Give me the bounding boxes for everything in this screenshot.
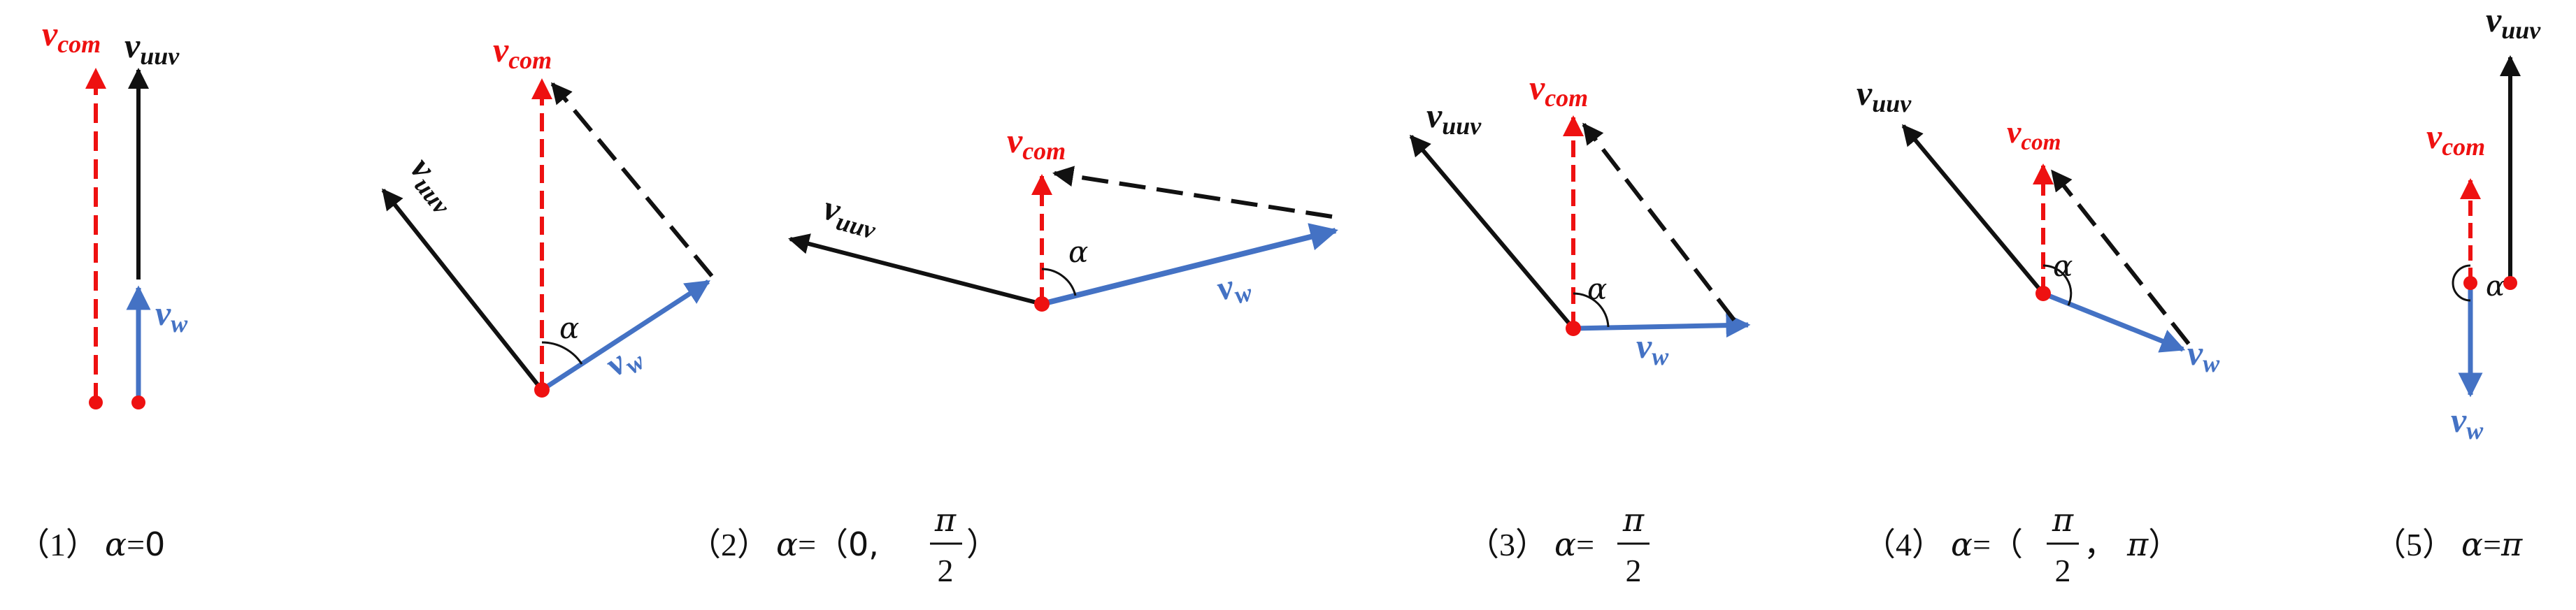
- vuuv-label: vuuv: [1856, 73, 1912, 117]
- vuuv-label: vuuv: [399, 150, 468, 220]
- vw-label: vw: [2451, 400, 2484, 444]
- alpha-label: α: [2053, 249, 2073, 283]
- panel-3: vcom vuuv vw α: [1409, 68, 1751, 370]
- vw-label: vw: [1636, 326, 1669, 370]
- vuuv-arrow: [788, 233, 1043, 306]
- alpha-label: α: [2486, 270, 2505, 303]
- origin-dot: [131, 395, 145, 409]
- origin-dot: [89, 395, 103, 409]
- vuuv-arrow: [1409, 134, 1575, 330]
- vcom-label: vcom: [1529, 68, 1588, 112]
- origin-dot: [1566, 321, 1581, 336]
- vuuv-label: vuuv: [818, 188, 883, 245]
- vuuv-label: vuuv: [124, 26, 180, 70]
- origin-dot: [2463, 276, 2477, 290]
- alpha-label: α: [559, 311, 579, 345]
- vcom-label: vcom: [2426, 117, 2485, 161]
- vcom-label: vcom: [42, 14, 101, 58]
- caption-4: （4）α=（ π 2 ，π）: [1863, 501, 2180, 588]
- vw-arrow: [2042, 291, 2186, 353]
- origin-dot: [534, 382, 550, 398]
- svg-text:（3）α=: （3）α=: [1467, 525, 1594, 563]
- vw-label: vw: [1213, 263, 1255, 313]
- caption-5: （5）α=π: [2374, 525, 2523, 563]
- parallelogram-edge: [1582, 122, 1736, 321]
- alpha-arc: [2452, 264, 2471, 302]
- panel-5: vuuv vcom vw α: [2426, 0, 2541, 444]
- vcom-label: vcom: [493, 30, 552, 74]
- origin-dot: [1034, 296, 1050, 312]
- vcom-label: vcom: [1007, 121, 1066, 165]
- caption-2: （2）α=（0, π 2 ）: [689, 501, 999, 588]
- origin-dot: [2503, 276, 2517, 290]
- vuuv-label: vuuv: [1426, 96, 1482, 140]
- parallelogram-edge: [550, 82, 714, 277]
- caption-1: （1）α=0: [17, 525, 165, 563]
- svg-text:2: 2: [938, 553, 954, 588]
- alpha-label: α: [1068, 235, 1088, 269]
- alpha-arc: [2042, 264, 2073, 306]
- caption-3: （3）α= π 2: [1467, 501, 1650, 588]
- parallelogram-edge: [1052, 166, 1333, 219]
- panel-2b: vcom vuuv vw α: [788, 121, 1338, 313]
- svg-text:（5）α=π: （5）α=π: [2374, 525, 2523, 563]
- vuuv-arrow: [1901, 124, 2045, 295]
- svg-text:（4）α=（: （4）α=（: [1863, 525, 2023, 563]
- alpha-arc: [1041, 268, 1077, 296]
- svg-text:，π）: ，π）: [2084, 525, 2180, 563]
- vw-label: vw: [155, 293, 188, 337]
- origin-dot: [2035, 286, 2051, 301]
- vuuv-label: vuuv: [2486, 0, 2541, 44]
- svg-text:2: 2: [2055, 553, 2071, 588]
- vw-arrow: [1573, 313, 1751, 338]
- vuuv-arrow: [381, 188, 544, 391]
- panel-2: vcom vuuv vw α: [381, 30, 714, 398]
- vw-label: vw: [598, 333, 650, 388]
- alpha-arc: [541, 341, 583, 365]
- panel-1: vcom vuuv vw: [42, 14, 188, 409]
- svg-text:2: 2: [1626, 553, 1642, 588]
- vcom-label: vcom: [2007, 114, 2061, 155]
- panel-4: vcom vuuv vw α: [1856, 73, 2220, 377]
- alpha-label: α: [1587, 272, 1607, 306]
- alpha-arc: [1573, 292, 1610, 328]
- vw-arrow: [1041, 223, 1338, 307]
- svg-text:π: π: [934, 501, 957, 539]
- vw-arrow: [541, 279, 710, 392]
- svg-text:）: ）: [966, 527, 999, 562]
- svg-text:（2）α=（0,: （2）α=（0,: [689, 525, 879, 563]
- svg-text:（1）α=0: （1）α=0: [17, 525, 165, 563]
- vw-label: vw: [2187, 333, 2220, 377]
- svg-text:π: π: [1622, 501, 1645, 539]
- svg-text:π: π: [2052, 501, 2074, 539]
